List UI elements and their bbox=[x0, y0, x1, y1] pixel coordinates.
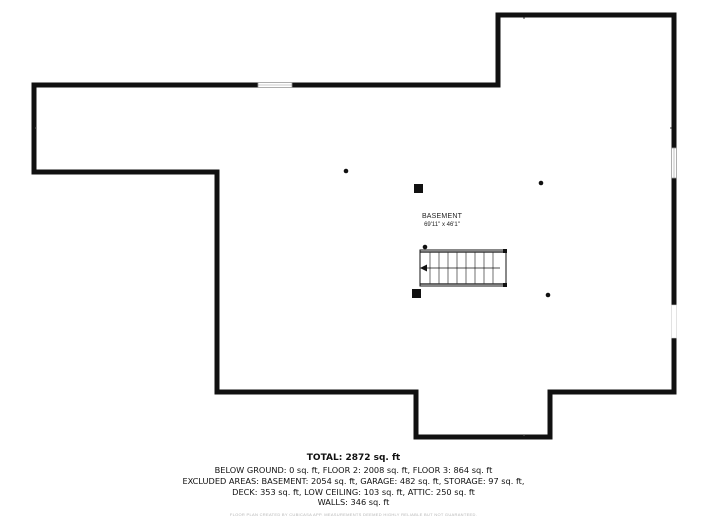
ceiling-fixture bbox=[343, 168, 349, 174]
below-ground-area: BELOW GROUND: 0 sq. ft, FLOOR 2: 2008 sq… bbox=[214, 465, 493, 475]
room-dimensions: 69'11" x 46'1" bbox=[424, 222, 460, 228]
ceiling-fixture bbox=[422, 244, 428, 250]
ceiling-fixture bbox=[538, 180, 544, 186]
ceiling-fixture bbox=[545, 292, 551, 298]
arrow-head-icon bbox=[420, 264, 427, 272]
total-area: TOTAL: 2872 sq. ft bbox=[306, 453, 401, 463]
staircase bbox=[419, 249, 507, 287]
column-post bbox=[414, 184, 423, 193]
excluded-areas: EXCLUDED AREAS: BASEMENT: 2054 sq. ft, G… bbox=[182, 476, 525, 486]
disclaimer-footer: FLOOR PLAN CREATED BY CUBICASA APP. MEAS… bbox=[229, 512, 478, 517]
column-post bbox=[412, 289, 421, 298]
basement-walls bbox=[31, 12, 677, 440]
excluded-areas-continued: DECK: 353 sq. ft, LOW CEILING: 103 sq. f… bbox=[232, 487, 475, 497]
opening-right bbox=[671, 304, 677, 339]
room-name: BASEMENT bbox=[421, 213, 463, 220]
walls-area: WALLS: 346 sq. ft bbox=[317, 497, 390, 507]
